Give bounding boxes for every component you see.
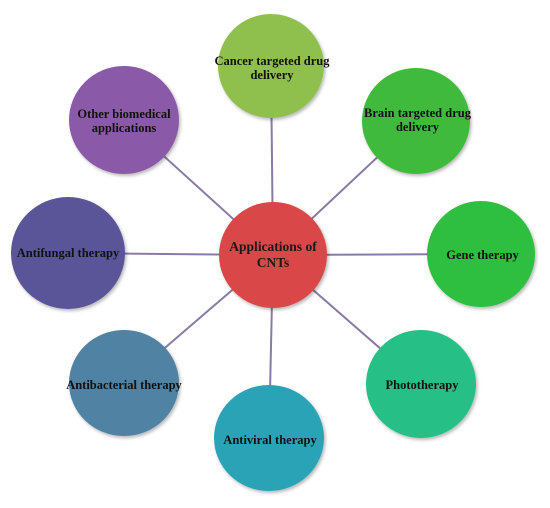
node-circle-other [69, 66, 179, 174]
node-circle-photo [366, 330, 476, 438]
center-circle [219, 202, 327, 308]
node-circle-antifungal [11, 197, 125, 309]
node-circle-brain [362, 68, 470, 174]
node-circle-antibacterial [69, 330, 179, 436]
node-circle-gene [427, 201, 535, 307]
node-circle-antiviral [214, 385, 324, 491]
node-circle-cancer [218, 14, 324, 118]
